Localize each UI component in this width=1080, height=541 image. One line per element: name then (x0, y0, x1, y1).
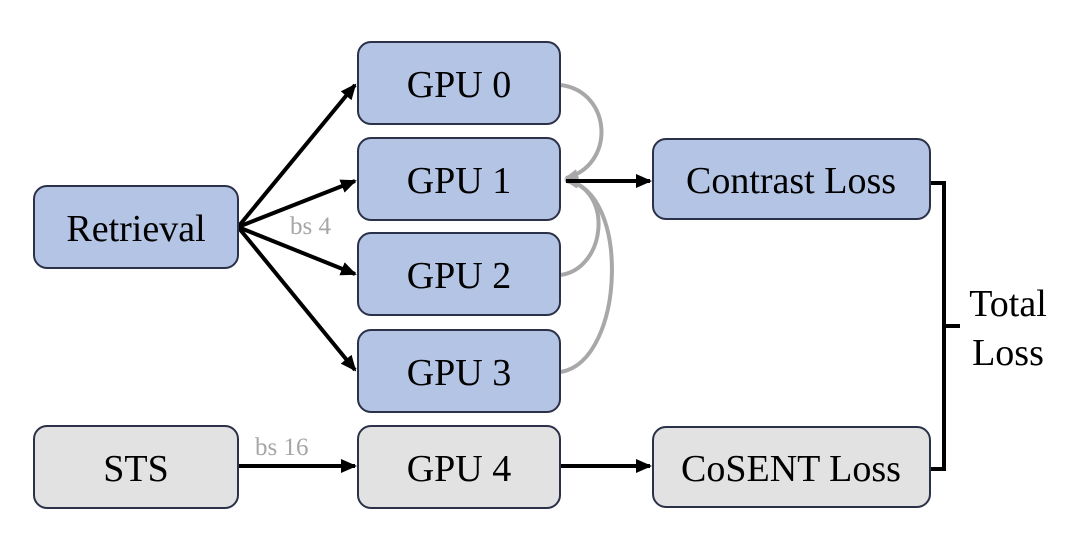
total-loss-bracket (931, 181, 960, 471)
contrast-loss-node: Contrast Loss (652, 138, 931, 220)
cosent-loss-node: CoSENT Loss (652, 426, 931, 508)
gpu1-node: GPU 1 (357, 137, 561, 221)
gpu1-label: GPU 1 (407, 160, 512, 202)
gpu2-node: GPU 2 (357, 232, 561, 316)
retrieval-batch-size-label: bs 4 (290, 213, 331, 240)
gather-arrows (560, 83, 614, 374)
gpu4-label: GPU 4 (407, 448, 512, 490)
gather-arrow-gpu0 (560, 83, 604, 181)
gpu3-label: GPU 3 (407, 352, 512, 394)
arrow-retrieval-gpu0 (236, 83, 357, 229)
arrow-retrieval-gpu2 (237, 225, 357, 276)
total-loss-line-1: Total (969, 283, 1047, 325)
contrast-loss-label: Contrast Loss (686, 160, 896, 202)
sts-node: STS (33, 425, 239, 509)
cosent-loss-label: CoSENT Loss (681, 448, 901, 490)
retrieval-label: Retrieval (66, 208, 205, 250)
gpu3-node: GPU 3 (357, 329, 561, 413)
gather-arrow-gpu3 (560, 176, 614, 374)
total-loss-line-2: Loss (972, 332, 1044, 374)
gpu4-node: GPU 4 (357, 425, 561, 509)
gpu0-label: GPU 0 (407, 64, 512, 106)
sts-label: STS (103, 448, 168, 490)
arrow-retrieval-gpu1 (237, 179, 357, 229)
gpu0-node: GPU 0 (357, 41, 561, 125)
retrieval-arrows (236, 83, 357, 372)
gpu2-label: GPU 2 (407, 255, 512, 297)
retrieval-node: Retrieval (33, 185, 239, 269)
sts-batch-size-label: bs 16 (255, 434, 308, 461)
arrow-retrieval-gpu3 (236, 225, 357, 372)
